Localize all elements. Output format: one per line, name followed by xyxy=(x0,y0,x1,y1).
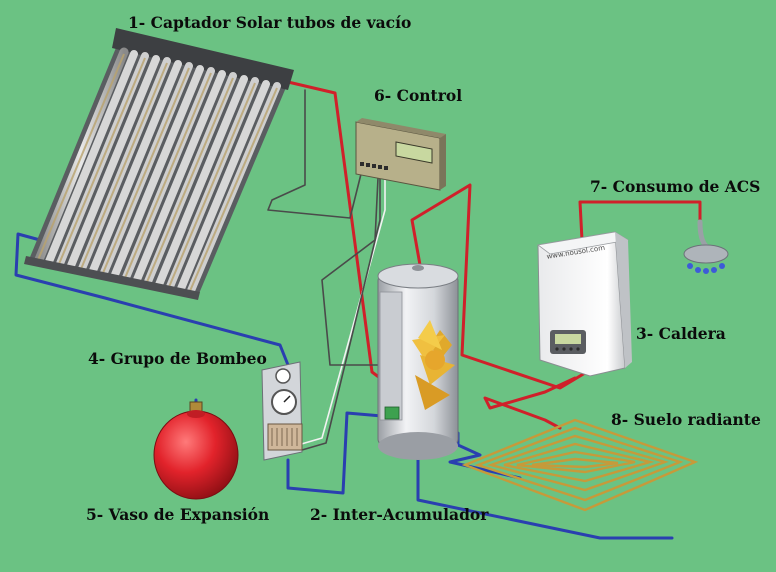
controller-terminals xyxy=(360,162,388,170)
label-boiler: 3- Caldera xyxy=(636,324,726,343)
collector-sensor-wire xyxy=(267,89,363,219)
label-floor-heating: 8- Suelo radiante xyxy=(611,410,761,429)
label-control: 6- Control xyxy=(374,86,463,105)
floor-return-pipe xyxy=(416,458,674,540)
label-dhw: 7- Consumo de ACS xyxy=(590,177,761,196)
boiler-to-shower-pipe xyxy=(578,200,702,242)
solar-collector xyxy=(24,28,294,300)
pump-control-wire xyxy=(297,174,386,446)
tank-sensor-wire xyxy=(321,177,379,366)
expansion-vessel xyxy=(153,401,239,500)
tank-to-boiler-pipe xyxy=(410,183,587,390)
label-expansion-vessel: 5- Vaso de Expansión xyxy=(86,505,270,524)
boiler xyxy=(537,231,632,377)
accumulator-tank xyxy=(377,263,459,460)
controller xyxy=(355,118,446,191)
controller-display xyxy=(395,141,433,164)
pump-control-wire-dark xyxy=(301,174,381,451)
boiler-to-floor-pipe xyxy=(483,376,577,430)
tube-absorbers xyxy=(37,53,278,292)
floor-heating-coil xyxy=(461,418,699,512)
label-collector: 1- Captador Solar tubos de vacío xyxy=(128,13,412,32)
collector-bottom-rail xyxy=(24,256,200,300)
label-accumulator: 2- Inter-Acumulador xyxy=(310,505,489,524)
collector-manifold xyxy=(112,28,294,90)
hot-pipes xyxy=(286,80,702,430)
gauge-upper xyxy=(275,368,291,384)
pump-group xyxy=(261,361,303,461)
label-pump-group: 4- Grupo de Bombeo xyxy=(88,349,267,368)
pump-to-tank-pipe xyxy=(286,411,384,495)
tank-sun-coil xyxy=(412,320,455,410)
control-wires xyxy=(267,89,386,451)
collector-flow-pipe xyxy=(286,80,382,380)
shower-head xyxy=(683,219,729,274)
